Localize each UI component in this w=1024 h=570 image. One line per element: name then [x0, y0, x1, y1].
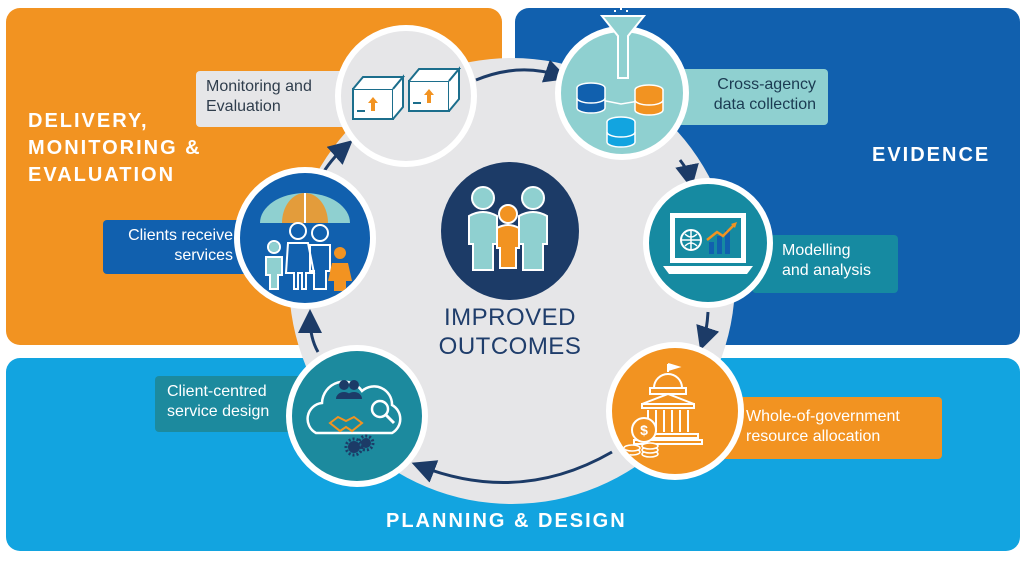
clients-receive-services-label: Clients receive services: [103, 220, 253, 274]
svg-text:$: $: [640, 422, 648, 438]
label-line: Monitoring and: [206, 78, 312, 95]
modelling-analysis-label: Modelling and analysis: [752, 235, 898, 293]
arrow-monitoring-to-crossagency: [475, 59, 569, 83]
label-line: Whole-of-government: [746, 408, 900, 425]
title-line: IMPROVED: [443, 304, 576, 331]
label-line: Clients receive: [128, 227, 233, 244]
funnel-icon: [599, 1, 647, 79]
delivery-monitoring-evaluation-heading: DELIVERY, MONITORING & EVALUATION: [28, 108, 202, 189]
arrow-crossagency-to-modelling: [675, 159, 699, 189]
label-line: resource allocation: [746, 428, 881, 445]
laptop-chart-icon: [663, 213, 753, 274]
label-line: data collection: [713, 96, 816, 113]
heading-line: MONITORING &: [28, 137, 202, 159]
heading-line: EVALUATION: [28, 164, 176, 186]
family-umbrella-icon: [260, 193, 352, 291]
resource-allocation-node: $: [606, 342, 744, 480]
improved-outcomes-title: IMPROVED OUTCOMES: [400, 303, 620, 361]
label-line: Evaluation: [206, 98, 281, 115]
modelling-node: [643, 178, 773, 308]
label-line: service design: [167, 403, 270, 420]
label-line: Client-centred: [167, 383, 267, 400]
improved-outcomes-node: [441, 162, 579, 300]
heading-line: DELIVERY,: [28, 110, 149, 132]
title-line: OUTCOMES: [438, 333, 582, 360]
arrow-whole-to-design: [411, 450, 613, 484]
service-design-node: [286, 345, 428, 487]
cloud-ideas-icon: [306, 380, 402, 457]
monitoring-node: [335, 25, 477, 167]
label-line: services: [174, 247, 233, 264]
resource-allocation-label: Whole-of-government resource allocation: [722, 397, 942, 459]
clients-receive-services-node: [234, 167, 376, 309]
cross-agency-data-collection-label: Cross-agency data collection: [668, 69, 828, 125]
evidence-heading: EVIDENCE: [872, 144, 991, 166]
arrow-design-to-clients: [298, 309, 323, 353]
boxes-icon: [352, 66, 462, 120]
label-line: Cross-agency: [717, 76, 816, 93]
government-building-money-icon: $: [623, 363, 703, 458]
planning-design-heading: PLANNING & DESIGN: [386, 510, 627, 532]
family-icon: [468, 186, 548, 271]
label-line: and analysis: [782, 262, 871, 279]
database-icon: [576, 82, 664, 148]
label-line: Modelling: [782, 242, 851, 259]
arrow-modelling-to-whole: [696, 311, 720, 351]
